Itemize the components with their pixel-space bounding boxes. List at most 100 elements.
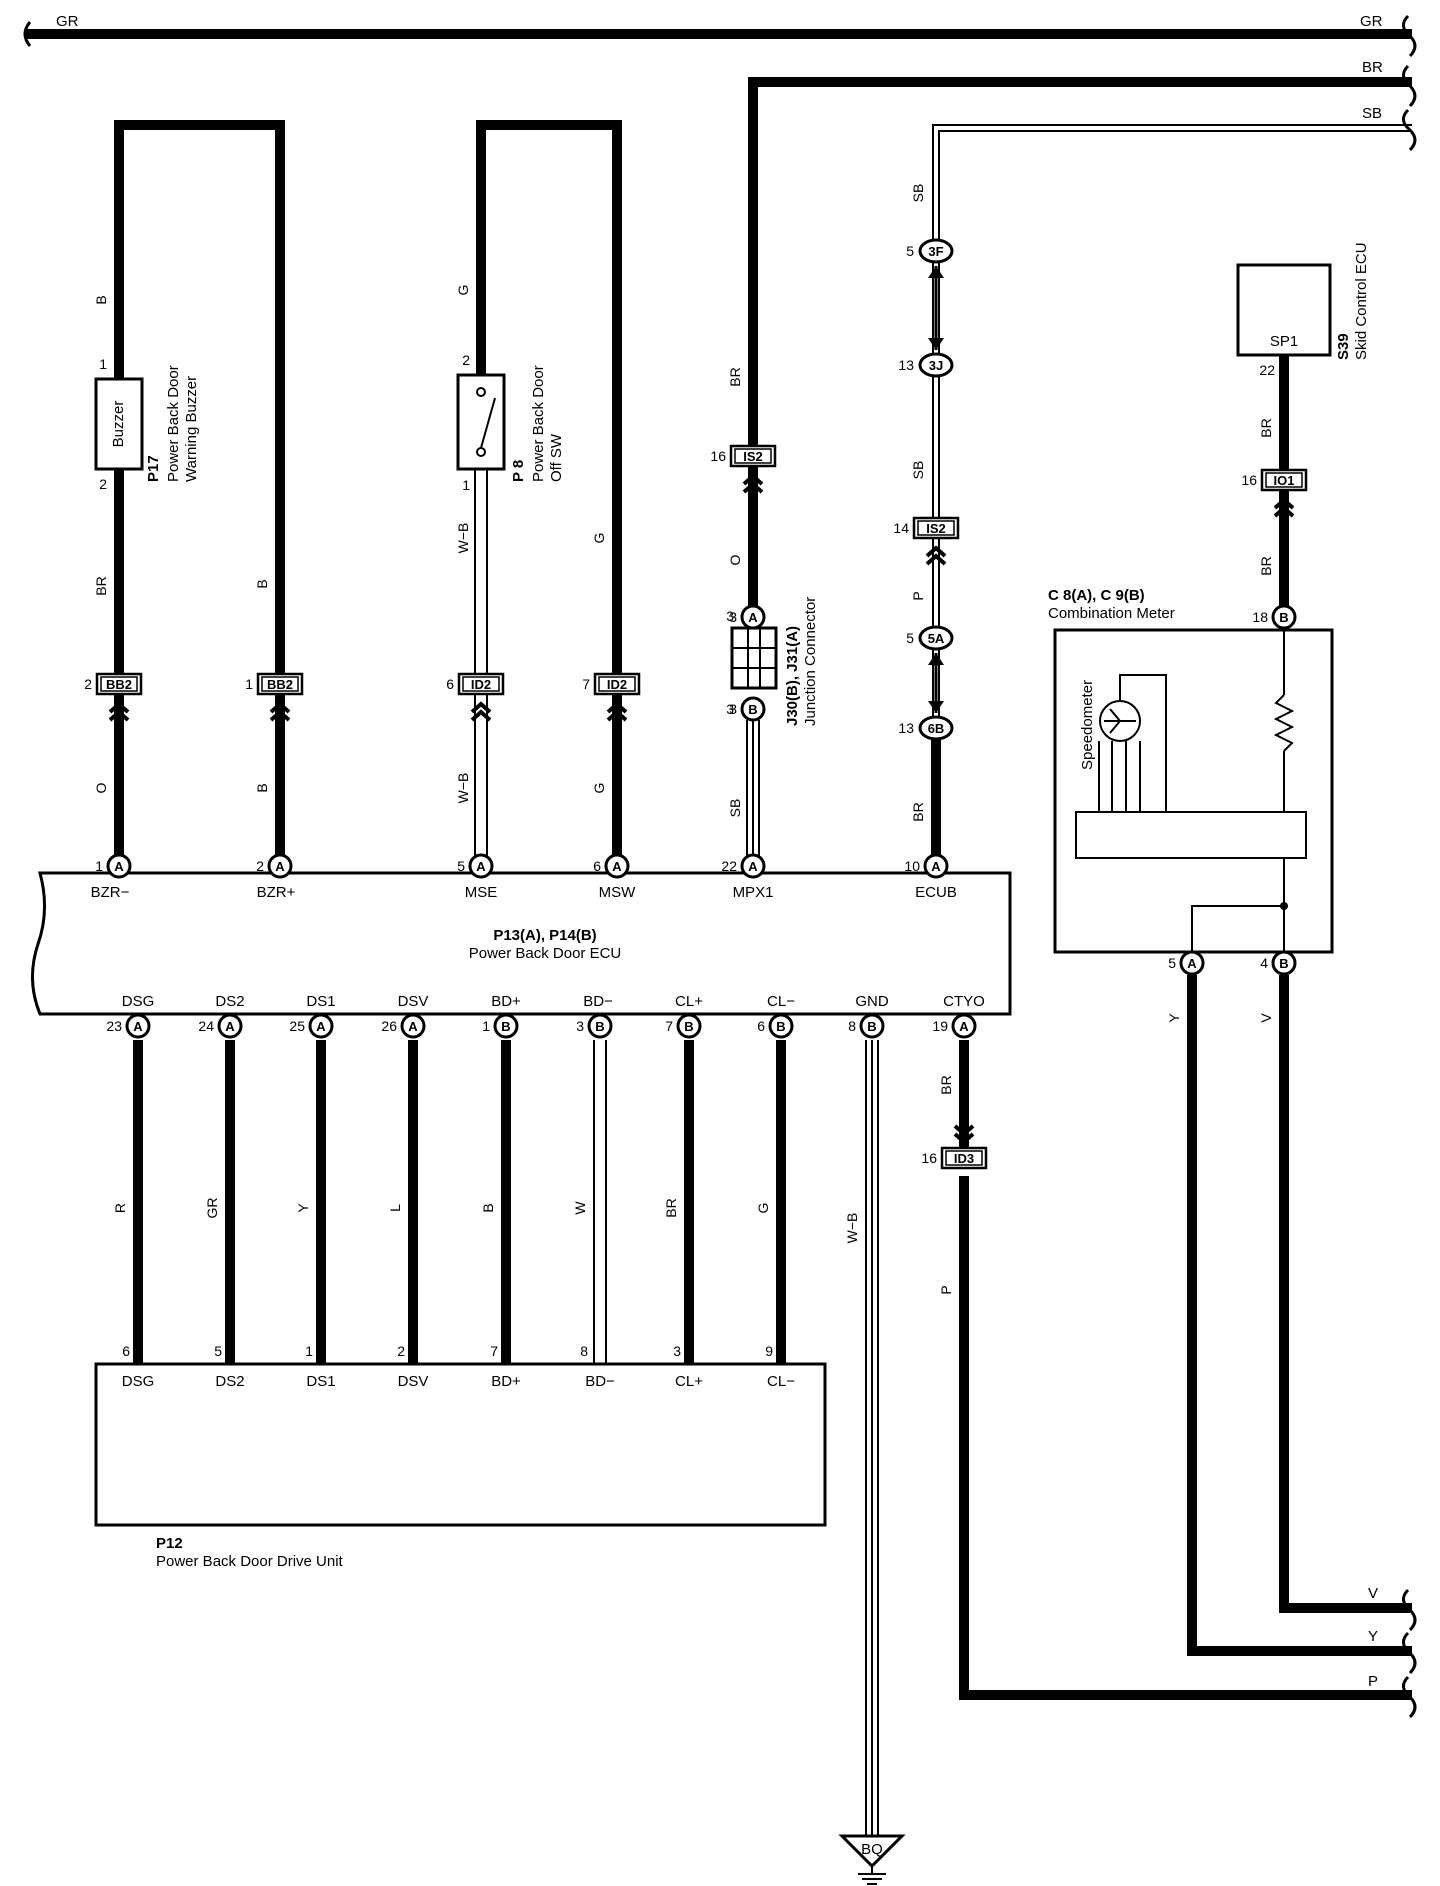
wire-label-meter-v: V (1258, 1013, 1274, 1023)
wire-label-right-p: P (1368, 1673, 1378, 1690)
ecu-pin-name-bzr-plus: BZR+ (257, 884, 296, 901)
ecu-pin-name-bdm: BD− (583, 993, 613, 1010)
pin-number: 24 (198, 1018, 214, 1034)
p8-name-2: Off SW (548, 433, 565, 482)
p12-pin-num-clm: 9 (765, 1343, 773, 1359)
ecu-bottom-pin-circle: B1 (482, 1013, 519, 1039)
wire-group-p17 (114, 120, 285, 860)
wire-group-meter-out (959, 975, 1412, 1700)
wire-label-dsg: R (112, 1203, 128, 1213)
pin-number: 25 (289, 1018, 305, 1034)
pin-letter: A (748, 610, 758, 625)
ecu-bottom-pin-circle: B3 (576, 1013, 613, 1039)
ecu-pin-name-msw: MSW (599, 884, 637, 901)
pin-number: 5 (457, 858, 465, 874)
wire-label-gnd: W−B (844, 1213, 860, 1244)
ecu-bottom-pin-names: DSG DS2 DS1 DSV BD+ BD− CL+ CL− GND CTYO (122, 993, 985, 1010)
ecu-bottom-pin-circle: A23 (106, 1013, 151, 1039)
ecu-code: P13(A), P14(B) (493, 927, 596, 944)
pin-letter: A (931, 859, 941, 874)
ecu-bottom-pin-circle: A25 (289, 1013, 334, 1039)
p17-name-2: Warning Buzzer (183, 376, 200, 482)
wire-label-gr-right: GR (1360, 13, 1383, 30)
p12-pin-num-bdm: 8 (580, 1343, 588, 1359)
ecu-pin-name-mse: MSE (465, 884, 498, 901)
p12-pin-name-dsv: DSV (398, 1373, 429, 1390)
p12-pin-name-clm: CL− (767, 1373, 795, 1390)
ecu-pin-name-bdp: BD+ (491, 993, 521, 1010)
pin-letter: A (748, 859, 758, 874)
ecu-name: Power Back Door ECU (469, 945, 622, 962)
ecu-pin-name-ctyo: CTYO (943, 993, 985, 1010)
inline-connector-pin: 13 (898, 357, 914, 373)
pin-number: 3 (729, 609, 737, 625)
splice-pin: 14 (893, 520, 909, 536)
wire-label-ecub-2: SB (910, 461, 926, 480)
p12-box (94, 1362, 827, 1527)
wire-breaks-right (1402, 1588, 1417, 1719)
wire-group-p8 (474, 120, 622, 860)
p17-code: P17 (145, 455, 162, 482)
wire-label-s39-1: BR (1258, 418, 1274, 437)
pin-letter: A (275, 859, 285, 874)
splice-label: IO1 (1274, 473, 1295, 488)
ecu-pin-name-clm: CL− (767, 993, 795, 1010)
wire-label-mpx-top: BR (727, 367, 743, 386)
inline-connector-pin: 13 (898, 720, 914, 736)
pin-number: 26 (381, 1018, 397, 1034)
ecu-top-pin-circle: A1 (95, 853, 132, 879)
p12-pin-name-ds2: DS2 (215, 1373, 244, 1390)
wire-label-right-y: Y (1368, 1628, 1378, 1645)
ecu-top-pin-circle: A5 (457, 853, 494, 879)
s39-box-text: SP1 (1270, 333, 1298, 350)
inline-connector-pin: 5 (906, 243, 914, 259)
p12-pin-num-dsg: 6 (122, 1343, 130, 1359)
wire-label-mpx-low: SB (727, 799, 743, 818)
wire-label-ctyo-1: BR (938, 1075, 954, 1094)
inline-connector-label: 3J (929, 358, 943, 373)
ecu-bottom-pin-circle: A19 (932, 1013, 977, 1039)
wire-label-clm: G (755, 1203, 771, 1214)
p8-code: P 8 (510, 460, 527, 482)
pin-letter: A (133, 1019, 143, 1034)
p12-pin-num-bdp: 7 (490, 1343, 498, 1359)
p12-pin-name-clp: CL+ (675, 1373, 703, 1390)
meter-junction-dot (1280, 902, 1288, 910)
pin-letter: A (408, 1019, 418, 1034)
wire-label-bzrp-mid: B (254, 579, 270, 588)
inline-connector-5a: 5A5 (906, 625, 954, 651)
ecu-bottom-pin-circle: B6 (757, 1013, 794, 1039)
p12-pins: DSG DS2 DS1 DSV BD+ BD− CL+ CL− 6 5 1 2 … (122, 1343, 795, 1390)
wire-group-drive (133, 1040, 879, 1836)
p8-name-1: Power Back Door (530, 365, 547, 482)
inline-connector-3f: 3F5 (906, 238, 954, 264)
ecu-pin-name-mpx1: MPX1 (733, 884, 774, 901)
p17-pin-bottom: 2 (99, 476, 107, 492)
wire-label-bzrp-low: B (254, 783, 270, 792)
splice-label: BB2 (267, 677, 293, 692)
pin-number: 4 (1260, 955, 1268, 971)
s39-box (1236, 263, 1332, 357)
wire-label-right-v: V (1368, 1585, 1378, 1602)
pin-letter: B (1279, 610, 1288, 625)
splice-label: BB2 (106, 677, 132, 692)
wire-label-p8-low: W−B (455, 773, 471, 804)
s39-code: S39 (1335, 333, 1352, 360)
wire-label-msw-low: G (591, 783, 607, 794)
splice-pin: 16 (1241, 472, 1257, 488)
wire-sb-bus (932, 124, 1412, 860)
pin-letter: A (114, 859, 124, 874)
ecu-pin-name-ecub: ECUB (915, 884, 957, 901)
ecu-bottom-pin-circle: A24 (198, 1013, 243, 1039)
wire-label-ecub-3: P (910, 591, 926, 600)
meter-name: Combination Meter (1048, 605, 1175, 622)
j30-internal-lines (732, 628, 776, 688)
pin-number: 1 (482, 1018, 490, 1034)
